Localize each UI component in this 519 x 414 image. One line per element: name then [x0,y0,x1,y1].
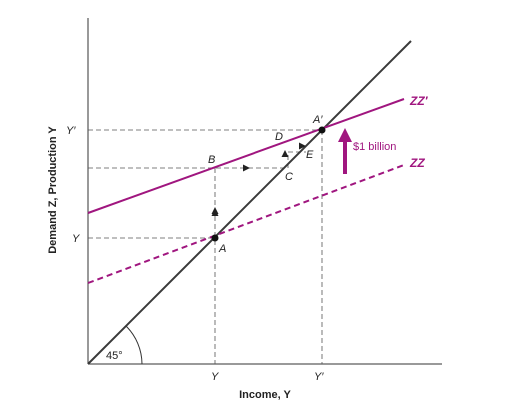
label-point-e: E [306,149,314,161]
label-point-d: D [275,131,283,143]
shift-label: $1 billion [353,141,396,153]
label-point-b: B [208,154,215,166]
x-tick-y: Y [211,371,219,383]
x-axis-title: Income, Y [239,389,291,401]
shift-arrow [338,128,352,174]
y-tick-y: Y [72,233,80,245]
point-a-prime [318,126,326,134]
arrow-c-to-d-up [281,150,289,157]
series-45-degree-line [87,40,412,365]
y-tick-y-prime: Y′ [66,125,76,137]
point-a [211,234,219,242]
arrow-a-to-b-up-2 [211,209,219,216]
series-zz [87,164,405,284]
label-point-c: C [285,171,293,183]
series-label-zz: ZZ [409,156,425,170]
y-axis-title: Demand Z, Production Y [47,126,59,254]
adjustment-arrows [211,142,306,216]
arrow-b-to-c-right [243,164,250,172]
label-point-a-prime: A′ [312,114,323,126]
series-label-zz-prime: ZZ′ [409,94,429,108]
series-zz-prime [87,98,405,214]
angle-label: 45° [106,350,123,362]
label-point-a: A [218,243,226,255]
guide-lines [88,129,323,364]
arrow-d-to-e-right [299,142,306,150]
x-tick-y-prime: Y′ [314,371,324,383]
angle-arc [125,325,143,365]
